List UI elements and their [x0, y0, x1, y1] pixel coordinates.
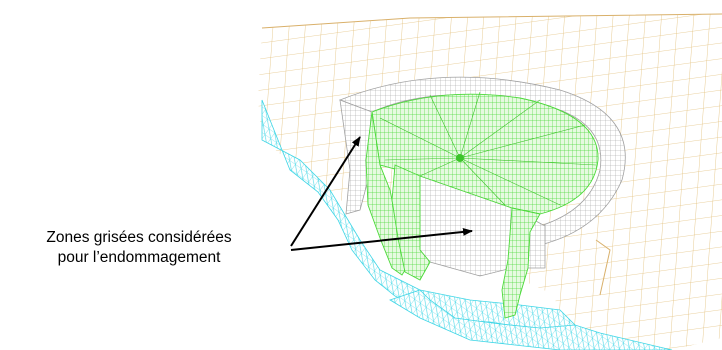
arrow-to-center-zone	[290, 227, 473, 251]
green-insert-mesh	[365, 91, 599, 319]
cyan-groove-mesh	[261, 99, 673, 350]
annotation-arrows	[290, 136, 473, 251]
annotation-line-1: Zones grisées considérées	[46, 229, 232, 246]
annotation-line-2: pour l’endommagement	[57, 249, 221, 266]
damage-zones-annotation: Zones grisées considérées pour l’endomma…	[8, 228, 270, 268]
arrow-to-left-zone	[290, 136, 361, 247]
